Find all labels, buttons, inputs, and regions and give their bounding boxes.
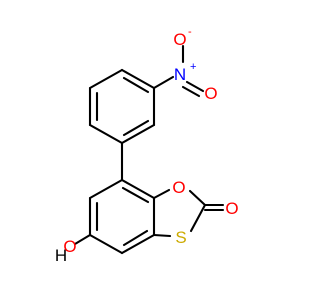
nitro-nitrogen: N [174,65,186,84]
five-membered-ring [152,188,225,238]
plus-charge: + [190,61,196,73]
hydroxyl-oxygen: O [63,237,76,256]
molecule-diagram: O - N + O O O S H O [55,26,239,265]
ring-sulfur: S [175,228,186,247]
nitro-oxygen-minus: O [173,30,186,49]
minus-charge: - [188,26,192,38]
hydroxyl-h: H [55,246,67,265]
nitro-group [152,44,205,98]
nitro-oxygen: O [204,84,217,103]
nitrophenyl-ring [88,68,156,145]
structure-svg: O - N + O O O S H O [55,26,239,265]
ring-oxygen: O [172,178,185,197]
benzo-ring [88,178,156,255]
carbonyl-oxygen: O [225,199,238,218]
hydroxyl-bond [73,233,92,246]
